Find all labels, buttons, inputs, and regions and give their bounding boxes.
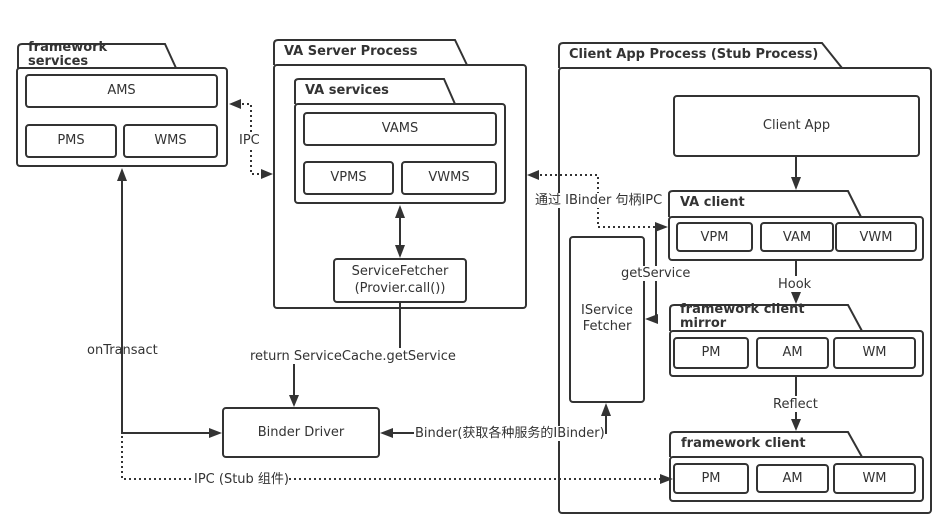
vpm-box [676,222,753,252]
binder-driver-down-arrowhead [289,395,299,407]
wms-label: WMS [154,133,187,148]
mirror-am-label: AM [782,345,803,360]
framework-client-mirror-tab [669,304,863,332]
client-app-process-frame [558,67,932,514]
framework-client-mirror-title-line1: framework client [680,302,805,317]
mirror-pm-label: PM [701,345,721,360]
iservice-fetcher-label-line1: IService [581,303,633,318]
ipc-edge-label: IPC [239,133,260,148]
ipc-arrowhead-right [261,169,273,179]
ibinder-ipc-edge-label: 通过 IBinder 句柄IPC [535,193,663,208]
vam-label: VAM [782,230,812,245]
vpm-label: VPM [700,230,729,245]
framework-client-tab [669,431,863,458]
client-am-label: AM [782,471,803,486]
client-wm-box [833,463,916,494]
va-services-fetcher-edge [395,205,405,258]
mirror-pm-box [673,337,749,369]
service-cache-edge [289,303,401,407]
hook-edge [791,261,801,304]
ipc-arrowhead-left [229,99,241,109]
iservice-fetcher-left-arrowhead [645,314,658,324]
reflect-edge-label: Reflect [773,397,818,412]
client-app-va-client-edge [791,157,801,190]
up-arrowhead [395,205,405,218]
va-server-process-title: VA Server Process [284,44,418,59]
va-server-process-tab [273,39,468,66]
iservice-fetcher-label-line2: Fetcher [582,319,632,334]
framework-services-package [16,43,228,167]
va-server-process-package [273,39,527,309]
ipc-edge [229,99,273,179]
client-app-label: Client App [762,118,831,133]
va-services-tab [294,78,456,105]
client-pm-label: PM [701,471,721,486]
va-client-title: VA client [680,195,745,210]
ibinder-arrowhead-left [527,170,539,180]
vwms-box [401,161,497,195]
on-transact-edge-label: onTransact [87,343,158,358]
reflect-edge [791,377,801,431]
wms-box [123,124,218,158]
vwm-label: VWM [859,230,893,245]
ams-box [25,74,218,108]
client-wm-label: WM [862,471,887,486]
pms-box [25,124,117,158]
ipc-stub-edge [121,436,673,484]
client-pm-box [673,463,749,494]
va-client-down-arrowhead [791,177,801,190]
vams-label: VAMS [381,121,419,136]
framework-services-tab [17,43,177,69]
binder-driver-label: Binder Driver [257,425,345,440]
va-services-title: VA services [305,83,389,98]
binder-driver-left-arrowhead [380,428,393,438]
vwms-label: VWMS [428,170,470,185]
binder-driver-right-arrowhead [209,428,222,438]
framework-client-title: framework client [681,436,806,451]
client-app-process-title: Client App Process (Stub Process) [569,47,819,62]
binder-driver-box [222,407,380,458]
mirror-am-box [756,337,829,369]
client-app-process-package [558,42,932,514]
get-service-edge-label: getService [621,266,691,281]
ipc-stub-edge-label: IPC (Stub 组件) [194,472,289,487]
va-client-tab [668,190,862,218]
on-transact-edge [117,168,222,438]
client-app-process-tab [558,42,843,69]
vams-box [303,112,497,146]
get-service-edge [645,229,658,324]
mirror-down-arrowhead [791,292,801,304]
framework-services-up-arrowhead [117,168,127,181]
ams-label: AMS [107,83,136,98]
client-am-box [756,464,829,493]
service-fetcher-label-line1: ServiceFetcher [351,264,449,279]
vpms-box [303,161,394,195]
client-app-box [673,95,920,157]
framework-client-mirror-title-line2: mirror [680,316,727,331]
binder-ibinder-edge-label: Binder(获取各种服务的IBinder) [415,426,605,441]
framework-client-down-arrowhead [791,419,801,431]
service-fetcher-box [333,258,467,303]
framework-client-pm-arrowhead [660,474,673,484]
pms-label: PMS [57,133,85,148]
service-fetcher-label-line2: (Provier.call()) [354,281,446,296]
binder-ibinder-edge [380,403,611,438]
ibinder-arrowhead-right [655,222,668,232]
framework-services-title-text: framework services [28,40,108,69]
down-arrowhead [395,245,405,258]
mirror-wm-box [833,337,916,369]
framework-services-title: framework services [28,41,118,69]
ibinder-ipc-edge [527,170,668,232]
iservice-fetcher-up-arrowhead [601,403,611,416]
return-service-cache-edge-label: return ServiceCache.getService [250,349,456,364]
mirror-wm-label: WM [862,345,887,360]
vpms-label: VPMS [330,170,367,185]
vam-box [760,222,834,252]
hook-edge-label: Hook [778,277,812,292]
vwm-box [835,222,917,252]
